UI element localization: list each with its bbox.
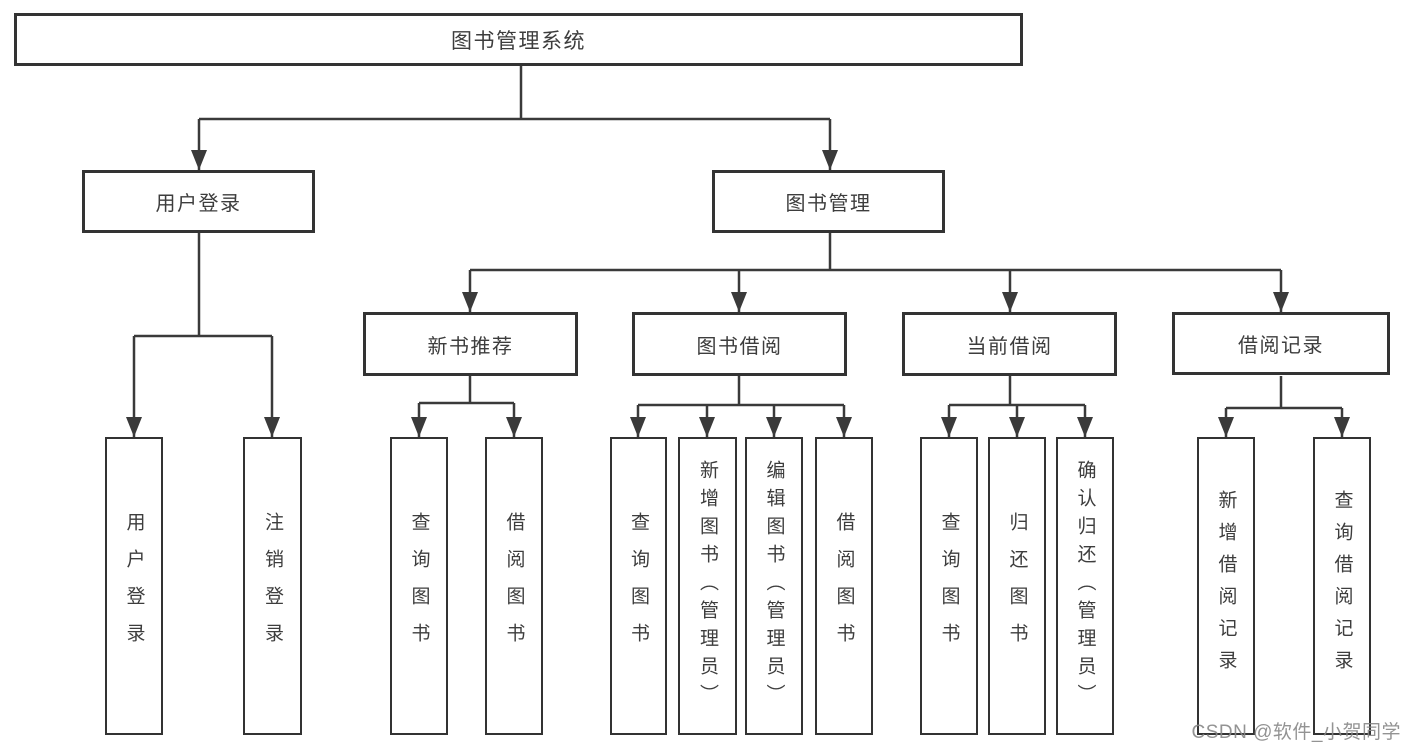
node-book-management-label: 图书管理 <box>785 193 872 215</box>
leaf-add-books-admin-label: 新增图书（管理员） <box>697 460 718 712</box>
leaf-edit-books-admin: 编辑图书（管理员） <box>745 437 803 735</box>
leaf-borrow-books-newbooks-label: 借阅图书 <box>503 512 525 660</box>
leaf-logout-label: 注销登录 <box>262 512 283 660</box>
leaf-user-login-label: 用户登录 <box>123 512 145 660</box>
leaf-add-borrow-record-label: 新增借阅记录 <box>1215 490 1237 682</box>
leaf-borrow-books-borrowing-label: 借阅图书 <box>833 512 855 660</box>
leaf-return-books-label: 归还图书 <box>1006 512 1028 660</box>
leaf-query-books-current: 查询图书 <box>920 437 978 735</box>
leaf-query-books-newbooks: 查询图书 <box>390 437 448 735</box>
leaf-add-borrow-record: 新增借阅记录 <box>1197 437 1255 735</box>
node-system-root-label: 图书管理系统 <box>451 29 586 53</box>
leaf-logout: 注销登录 <box>243 437 302 735</box>
node-book-borrowing: 图书借阅 <box>632 312 847 376</box>
leaf-confirm-return-admin: 确认归还（管理员） <box>1056 437 1114 735</box>
leaf-query-borrow-record: 查询借阅记录 <box>1313 437 1371 735</box>
leaf-query-books-current-label: 查询图书 <box>938 512 960 660</box>
node-current-borrowing-label: 当前借阅 <box>966 335 1053 358</box>
node-user-login: 用户登录 <box>82 170 315 233</box>
leaf-confirm-return-admin-label: 确认归还（管理员） <box>1074 460 1096 712</box>
leaf-user-login: 用户登录 <box>105 437 163 735</box>
leaf-query-books-newbooks-label: 查询图书 <box>408 512 430 660</box>
leaf-edit-books-admin-label: 编辑图书（管理员） <box>763 460 785 712</box>
leaf-query-books-borrowing: 查询图书 <box>610 437 667 735</box>
node-borrowing-records-label: 借阅记录 <box>1238 335 1324 357</box>
leaf-add-books-admin: 新增图书（管理员） <box>678 437 737 735</box>
node-borrowing-records: 借阅记录 <box>1172 312 1390 375</box>
leaf-borrow-books-newbooks: 借阅图书 <box>485 437 543 735</box>
node-user-login-label: 用户登录 <box>155 193 242 215</box>
node-new-book-recommend: 新书推荐 <box>363 312 578 376</box>
node-book-borrowing-label: 图书借阅 <box>696 335 783 358</box>
leaf-query-books-borrowing-label: 查询图书 <box>628 512 649 660</box>
node-current-borrowing: 当前借阅 <box>902 312 1117 376</box>
leaf-query-borrow-record-label: 查询借阅记录 <box>1331 490 1353 682</box>
node-book-management: 图书管理 <box>712 170 945 233</box>
node-system-root: 图书管理系统 <box>14 13 1023 66</box>
csdn-watermark: CSDN @软件_小贺同学 <box>1191 722 1401 743</box>
leaf-return-books: 归还图书 <box>988 437 1046 735</box>
leaf-borrow-books-borrowing: 借阅图书 <box>815 437 873 735</box>
node-new-book-recommend-label: 新书推荐 <box>427 335 514 358</box>
